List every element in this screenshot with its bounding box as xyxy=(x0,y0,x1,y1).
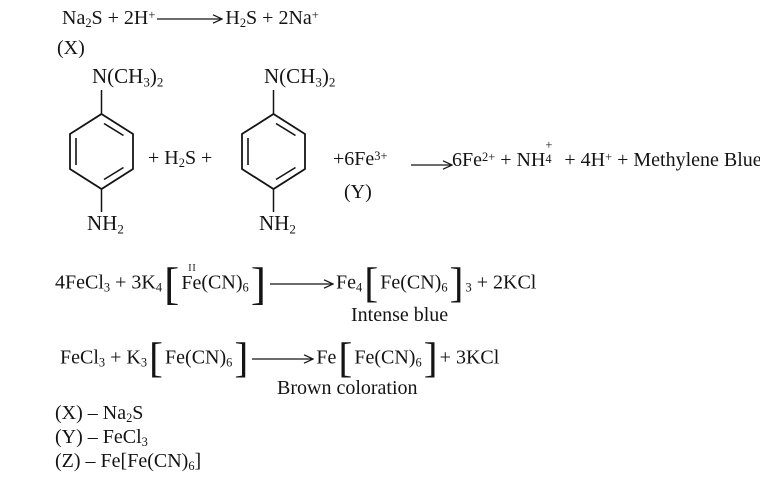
answer-y: (Y) – FeCl3 xyxy=(55,426,148,450)
answer-x: (X) – Na2S xyxy=(55,402,144,426)
scheme-products: 6Fe2+ + NH+4 + 4H+ + Methylene Blue xyxy=(452,137,760,171)
ring1-dimethylamino-label: N(CH3)2 xyxy=(92,64,164,90)
plus-h2s-term: + H2S + xyxy=(148,147,213,171)
benzene-ring-1 xyxy=(69,90,134,212)
equation-sodium-sulfide: Na2S + 2H+H2S + 2Na+ xyxy=(62,7,319,31)
label-x: (X) xyxy=(57,37,85,59)
caption-brown-coloration: Brown coloration xyxy=(277,377,418,399)
ring2-dimethylamino-label: N(CH3)2 xyxy=(264,64,336,90)
ring1-amino-label: NH2 xyxy=(87,211,124,237)
caption-intense-blue: Intense blue xyxy=(351,304,449,326)
plus-ferric-term: +6Fe3+ xyxy=(333,148,388,170)
benzene-ring-2 xyxy=(241,90,306,212)
answer-list: (X) – Na2S (Y) – FeCl3 (Z) – Fe[Fe(CN)6] xyxy=(55,401,201,473)
ring2-amino-label: NH2 xyxy=(259,211,296,237)
label-y: (Y) xyxy=(344,181,372,203)
equation-brown-coloration: FeCl3 + K3[Fe(CN)6]Fe[Fe(CN)6]+ 3KCl xyxy=(60,336,500,382)
scheme-reaction-arrow xyxy=(409,152,455,176)
answer-z: (Z) – Fe[Fe(CN)6] xyxy=(55,450,202,474)
